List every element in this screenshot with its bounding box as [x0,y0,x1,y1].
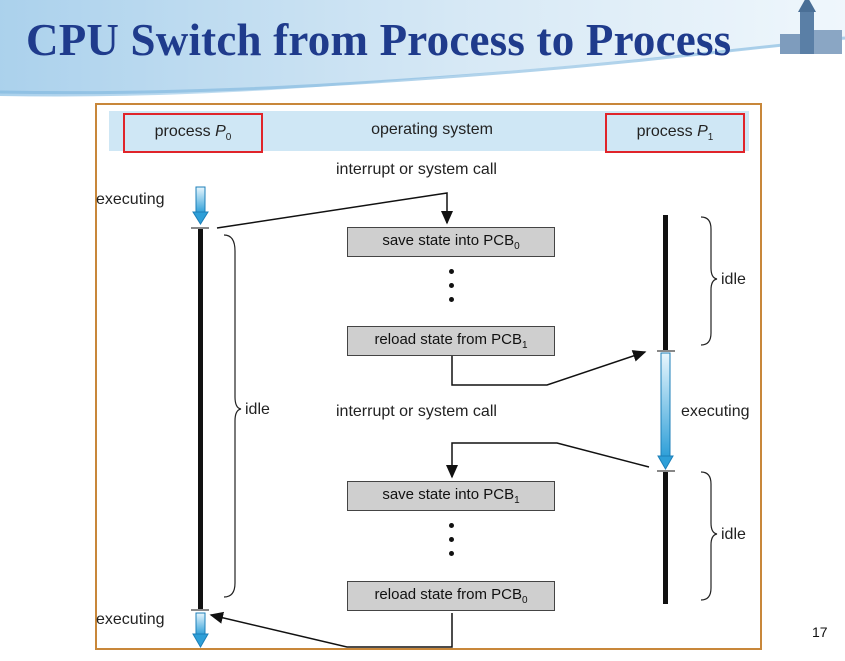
p1-executing-arrow [657,352,674,471]
process-p0-label: process P0 [123,113,263,153]
executing-label-p0-bottom: executing [96,611,165,628]
interrupt-label-top: interrupt or system call [336,161,497,178]
idle-label-p1-bottom: idle [721,526,746,543]
process-p1-label: process P1 [605,113,745,153]
save-state-pcb1-box: save state into PCB1 [347,481,555,511]
executing-label-p1: executing [681,403,750,420]
box3-text: save state into PCB [382,486,515,503]
reload-state-pcb0-text: reload state from PCB0 [374,586,527,606]
p1-idle-line-top [663,215,668,350]
reload-state-pcb0-box: reload state from PCB0 [347,581,555,611]
resume-arrow-os-to-p1 [451,350,647,386]
p0-executing-arrow-top [192,186,209,225]
p0-idle-brace [223,234,242,598]
idle-label-p1-top: idle [721,271,746,288]
page-number: 17 [812,624,828,640]
box4-text: reload state from PCB [374,586,522,603]
slide-title: CPU Switch from Process to Process [26,15,732,65]
process-p1-word: process P [636,122,708,140]
interrupt-arrow-p1-to-os [446,442,650,479]
ellipsis-dots-lower [446,523,456,565]
process-p0-subscript: 0 [225,132,232,144]
box2-subscript: 1 [522,340,528,351]
p1-idle-brace-top [700,216,718,346]
title-banner [0,0,845,97]
operating-system-label: operating system [371,121,493,138]
p1-idle-brace-bottom [700,471,718,601]
resume-arrow-os-to-p0 [209,611,453,648]
reload-state-pcb1-box: reload state from PCB1 [347,326,555,356]
save-state-pcb0-box: save state into PCB0 [347,227,555,257]
p1-idle-line-bottom [663,472,668,604]
executing-label-p0-top: executing [96,191,165,208]
box3-subscript: 1 [514,495,520,506]
tower-logo [780,0,842,54]
box1-text: save state into PCB [382,232,515,249]
process-p1-text: process P1 [637,123,714,143]
process-p0-text: process P0 [155,123,232,143]
header-band [109,111,749,151]
diagram-frame: process P0 operating system process P1 [95,103,762,650]
switch-diagram [191,186,718,649]
box2-text: reload state from PCB [374,331,522,348]
ellipsis-dots-upper [446,269,456,311]
save-state-pcb0-text: save state into PCB0 [382,232,519,252]
p0-executing-arrow-bottom [192,612,209,649]
save-state-pcb1-text: save state into PCB1 [382,486,519,506]
reload-state-pcb1-text: reload state from PCB1 [374,331,527,351]
interrupt-label-middle: interrupt or system call [336,403,497,420]
box1-subscript: 0 [514,241,520,252]
process-p1-subscript: 1 [707,132,714,144]
process-p0-word: process P [154,122,226,140]
p0-idle-line [198,229,203,609]
box4-subscript: 0 [522,595,528,606]
interrupt-arrow-p0-to-os [216,192,453,229]
idle-label-p0: idle [245,401,270,418]
